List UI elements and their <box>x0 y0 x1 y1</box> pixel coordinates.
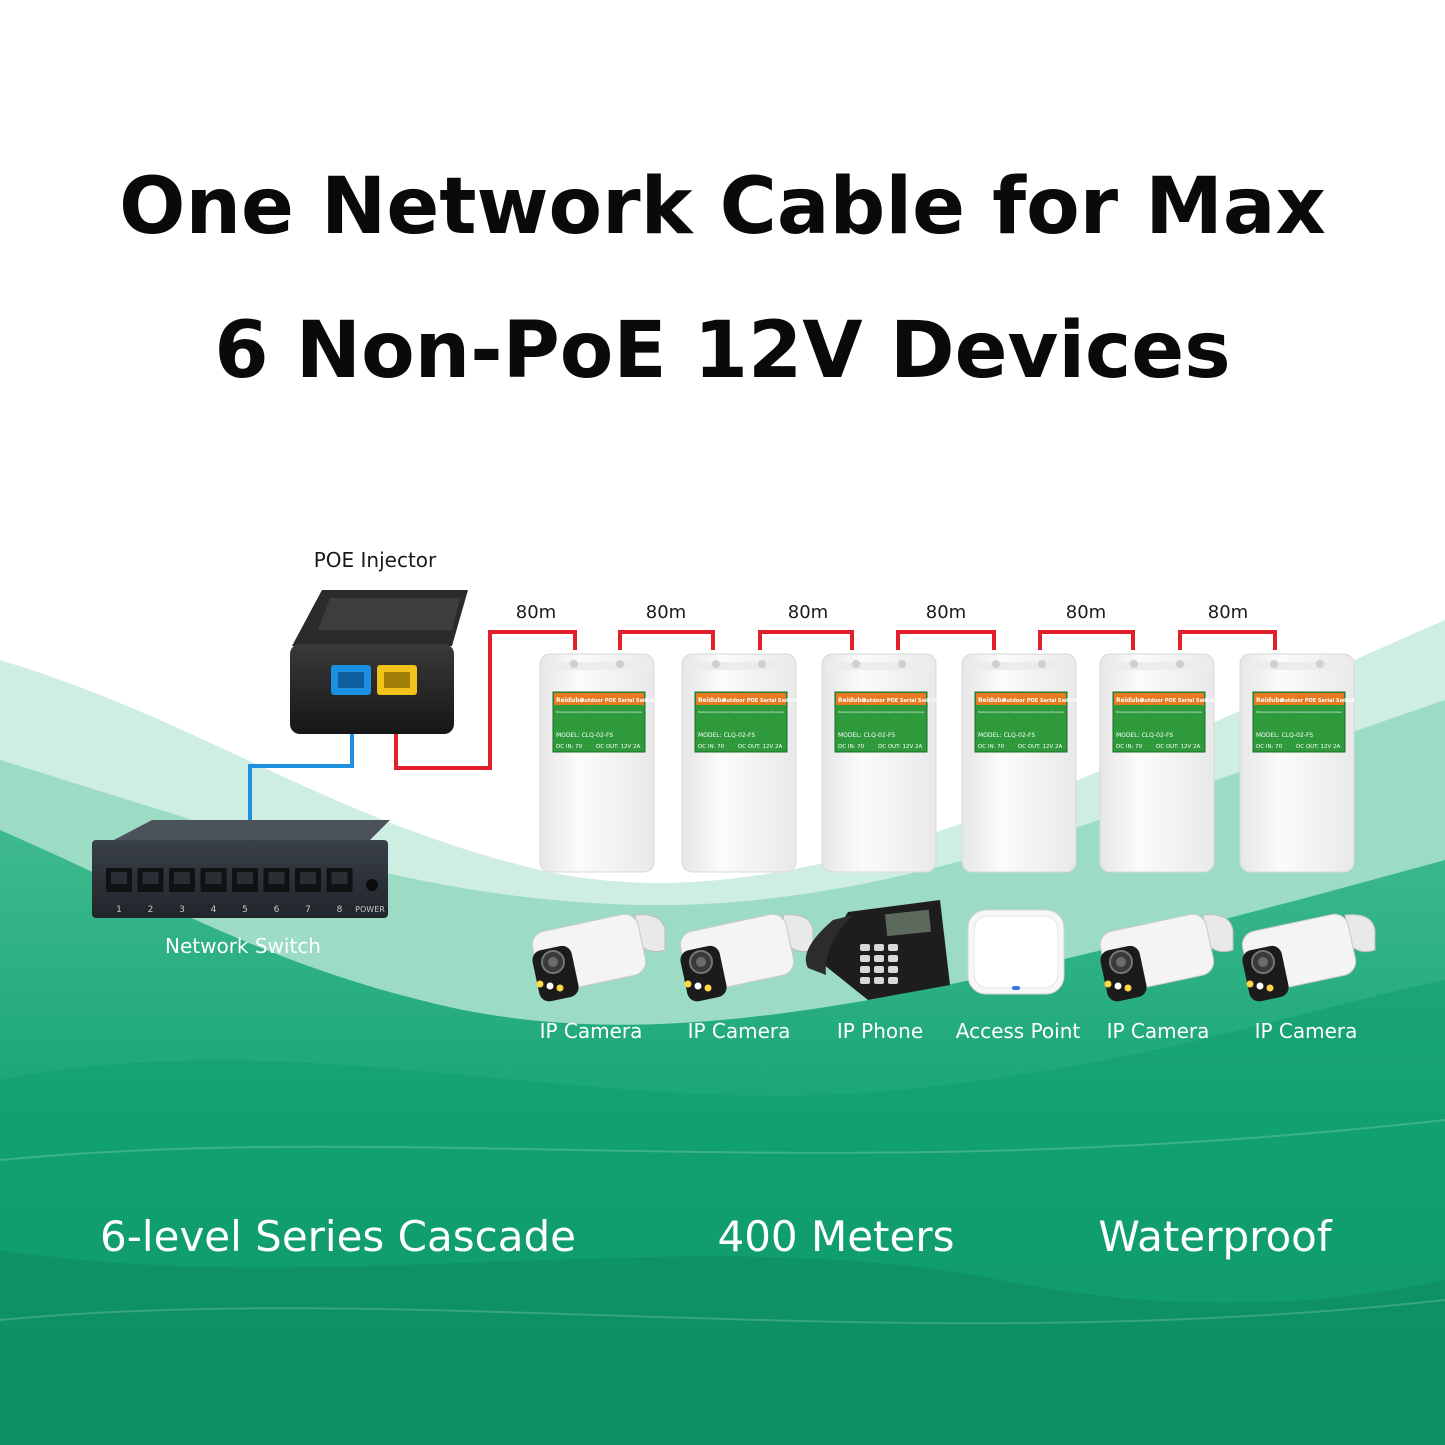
device-label-2: IP Camera <box>687 1019 791 1043</box>
page-title-line-1: One Network Cable for Max <box>119 162 1326 252</box>
sticker-brand: Reiduba <box>1116 697 1144 704</box>
sticker-product: Outdoor POE Serial Switch <box>1002 698 1077 704</box>
sticker-dc-in: DC IN: 70 <box>978 744 1005 750</box>
segment-distance-5: 80m <box>1065 602 1107 623</box>
feature-cascade: 6-level Series Cascade <box>100 1212 576 1261</box>
sticker-brand: Reiduba <box>1256 697 1284 704</box>
feature-distance: 400 Meters <box>717 1212 955 1261</box>
sticker-description: POE Serial Switches are used to provide … <box>1256 710 1342 714</box>
segment-distance-1: 80m <box>515 602 557 623</box>
switch-port-1: 1 <box>106 868 132 915</box>
segment-distance-3: 80m <box>787 602 829 623</box>
sticker-dc-out: DC OUT: 12V 2A <box>738 744 783 750</box>
red-cable-seg5 <box>1038 630 1135 650</box>
power-jack <box>366 879 378 891</box>
network-switch: 1 2 3 4 5 6 7 8 POWER <box>92 820 390 918</box>
poe-injector-label: POE Injector <box>313 548 437 572</box>
sticker-product: Outdoor POE Serial Switch <box>1280 698 1355 704</box>
sticker-dc-out: DC OUT: 12V 2A <box>1018 744 1063 750</box>
poe-injector <box>290 590 468 734</box>
segment-distance-4: 80m <box>925 602 967 623</box>
segment-distance-2: 80m <box>645 602 687 623</box>
red-cable-seg2 <box>618 630 715 650</box>
switch-port-4: 4 <box>200 868 227 915</box>
switch-port-5: 5 <box>232 868 258 915</box>
switch-port-number: 4 <box>211 905 217 915</box>
sticker-dc-in: DC IN: 70 <box>838 744 865 750</box>
switch-port-number: 8 <box>337 905 343 915</box>
sticker-brand: Reiduba <box>978 697 1006 704</box>
switch-port-2: 2 <box>137 868 164 915</box>
sticker-description: POE Serial Switches are used to provide … <box>838 710 924 714</box>
sticker-model: MODEL: CLQ-02-FS <box>556 732 613 739</box>
sticker-dc-out: DC OUT: 12V 2A <box>878 744 923 750</box>
switch-port-3: 3 <box>169 868 195 915</box>
sticker-product: Outdoor POE Serial Switch <box>722 698 797 704</box>
red-cable-seg3 <box>758 630 854 650</box>
cables <box>248 630 1277 826</box>
switch-port-number: 1 <box>116 905 122 915</box>
sticker-model: MODEL: CLQ-02-FS <box>698 732 755 739</box>
end-devices <box>531 900 1376 1002</box>
sticker-brand: Reiduba <box>838 697 866 704</box>
device-label-3: IP Phone <box>836 1019 924 1043</box>
sticker-model: MODEL: CLQ-02-FS <box>1116 732 1173 739</box>
device-label-4: Access Point <box>955 1019 1081 1043</box>
sticker-model: MODEL: CLQ-02-FS <box>1256 732 1313 739</box>
sticker-product: Outdoor POE Serial Switch <box>1140 698 1215 704</box>
sticker-description: POE Serial Switches are used to provide … <box>556 710 642 714</box>
sticker-dc-out: DC OUT: 12V 2A <box>596 744 641 750</box>
switch-port-number: 6 <box>274 905 280 915</box>
device-label-5: IP Camera <box>1106 1019 1210 1043</box>
sticker-dc-out: DC OUT: 12V 2A <box>1156 744 1201 750</box>
ip-camera-icon <box>1241 913 1376 1002</box>
sticker-dc-in: DC IN: 70 <box>1116 744 1143 750</box>
switch-ports: 1 2 3 4 5 6 7 8 <box>106 868 353 915</box>
switch-port-number: 7 <box>305 905 311 915</box>
sticker-description: POE Serial Switches are used to provide … <box>698 710 784 714</box>
sticker-model: MODEL: CLQ-02-FS <box>838 732 895 739</box>
sticker-description: POE Serial Switches are used to provide … <box>978 710 1064 714</box>
network-switch-label: Network Switch <box>165 934 321 958</box>
device-label-1: IP Camera <box>539 1019 643 1043</box>
ip-camera-icon <box>1099 913 1234 1002</box>
switch-port-8: 8 <box>326 868 353 915</box>
switch-port-number: 5 <box>242 905 248 915</box>
sticker-model: MODEL: CLQ-02-FS <box>978 732 1035 739</box>
sticker-dc-in: DC IN: 70 <box>556 744 583 750</box>
sticker-brand: Reiduba <box>556 697 584 704</box>
ip-phone-icon <box>805 900 950 1000</box>
sticker-dc-in: DC IN: 70 <box>698 744 725 750</box>
sticker-product: Outdoor POE Serial Switch <box>862 698 937 704</box>
sticker-description: POE Serial Switches are used to provide … <box>1116 710 1202 714</box>
switch-port-7: 7 <box>295 868 321 915</box>
sticker-dc-in: DC IN: 70 <box>1256 744 1283 750</box>
device-label-6: IP Camera <box>1254 1019 1358 1043</box>
sticker-product: Outdoor POE Serial Switch <box>580 698 655 704</box>
red-cable-seg6 <box>1178 630 1277 650</box>
segment-distance-6: 80m <box>1207 602 1249 623</box>
page-title-line-2: 6 Non-PoE 12V Devices <box>214 306 1231 396</box>
access-point-icon <box>967 909 1065 995</box>
switch-power-label: POWER <box>355 905 385 914</box>
sticker-brand: Reiduba <box>698 697 726 704</box>
sticker-dc-out: DC OUT: 12V 2A <box>1296 744 1341 750</box>
red-cable-seg4 <box>896 630 996 650</box>
red-cable-injector <box>394 630 577 770</box>
feature-waterproof: Waterproof <box>1098 1212 1332 1261</box>
switch-port-6: 6 <box>263 868 290 915</box>
switch-port-number: 3 <box>179 905 185 915</box>
switch-port-number: 2 <box>148 905 154 915</box>
ip-camera-icon <box>531 913 666 1002</box>
